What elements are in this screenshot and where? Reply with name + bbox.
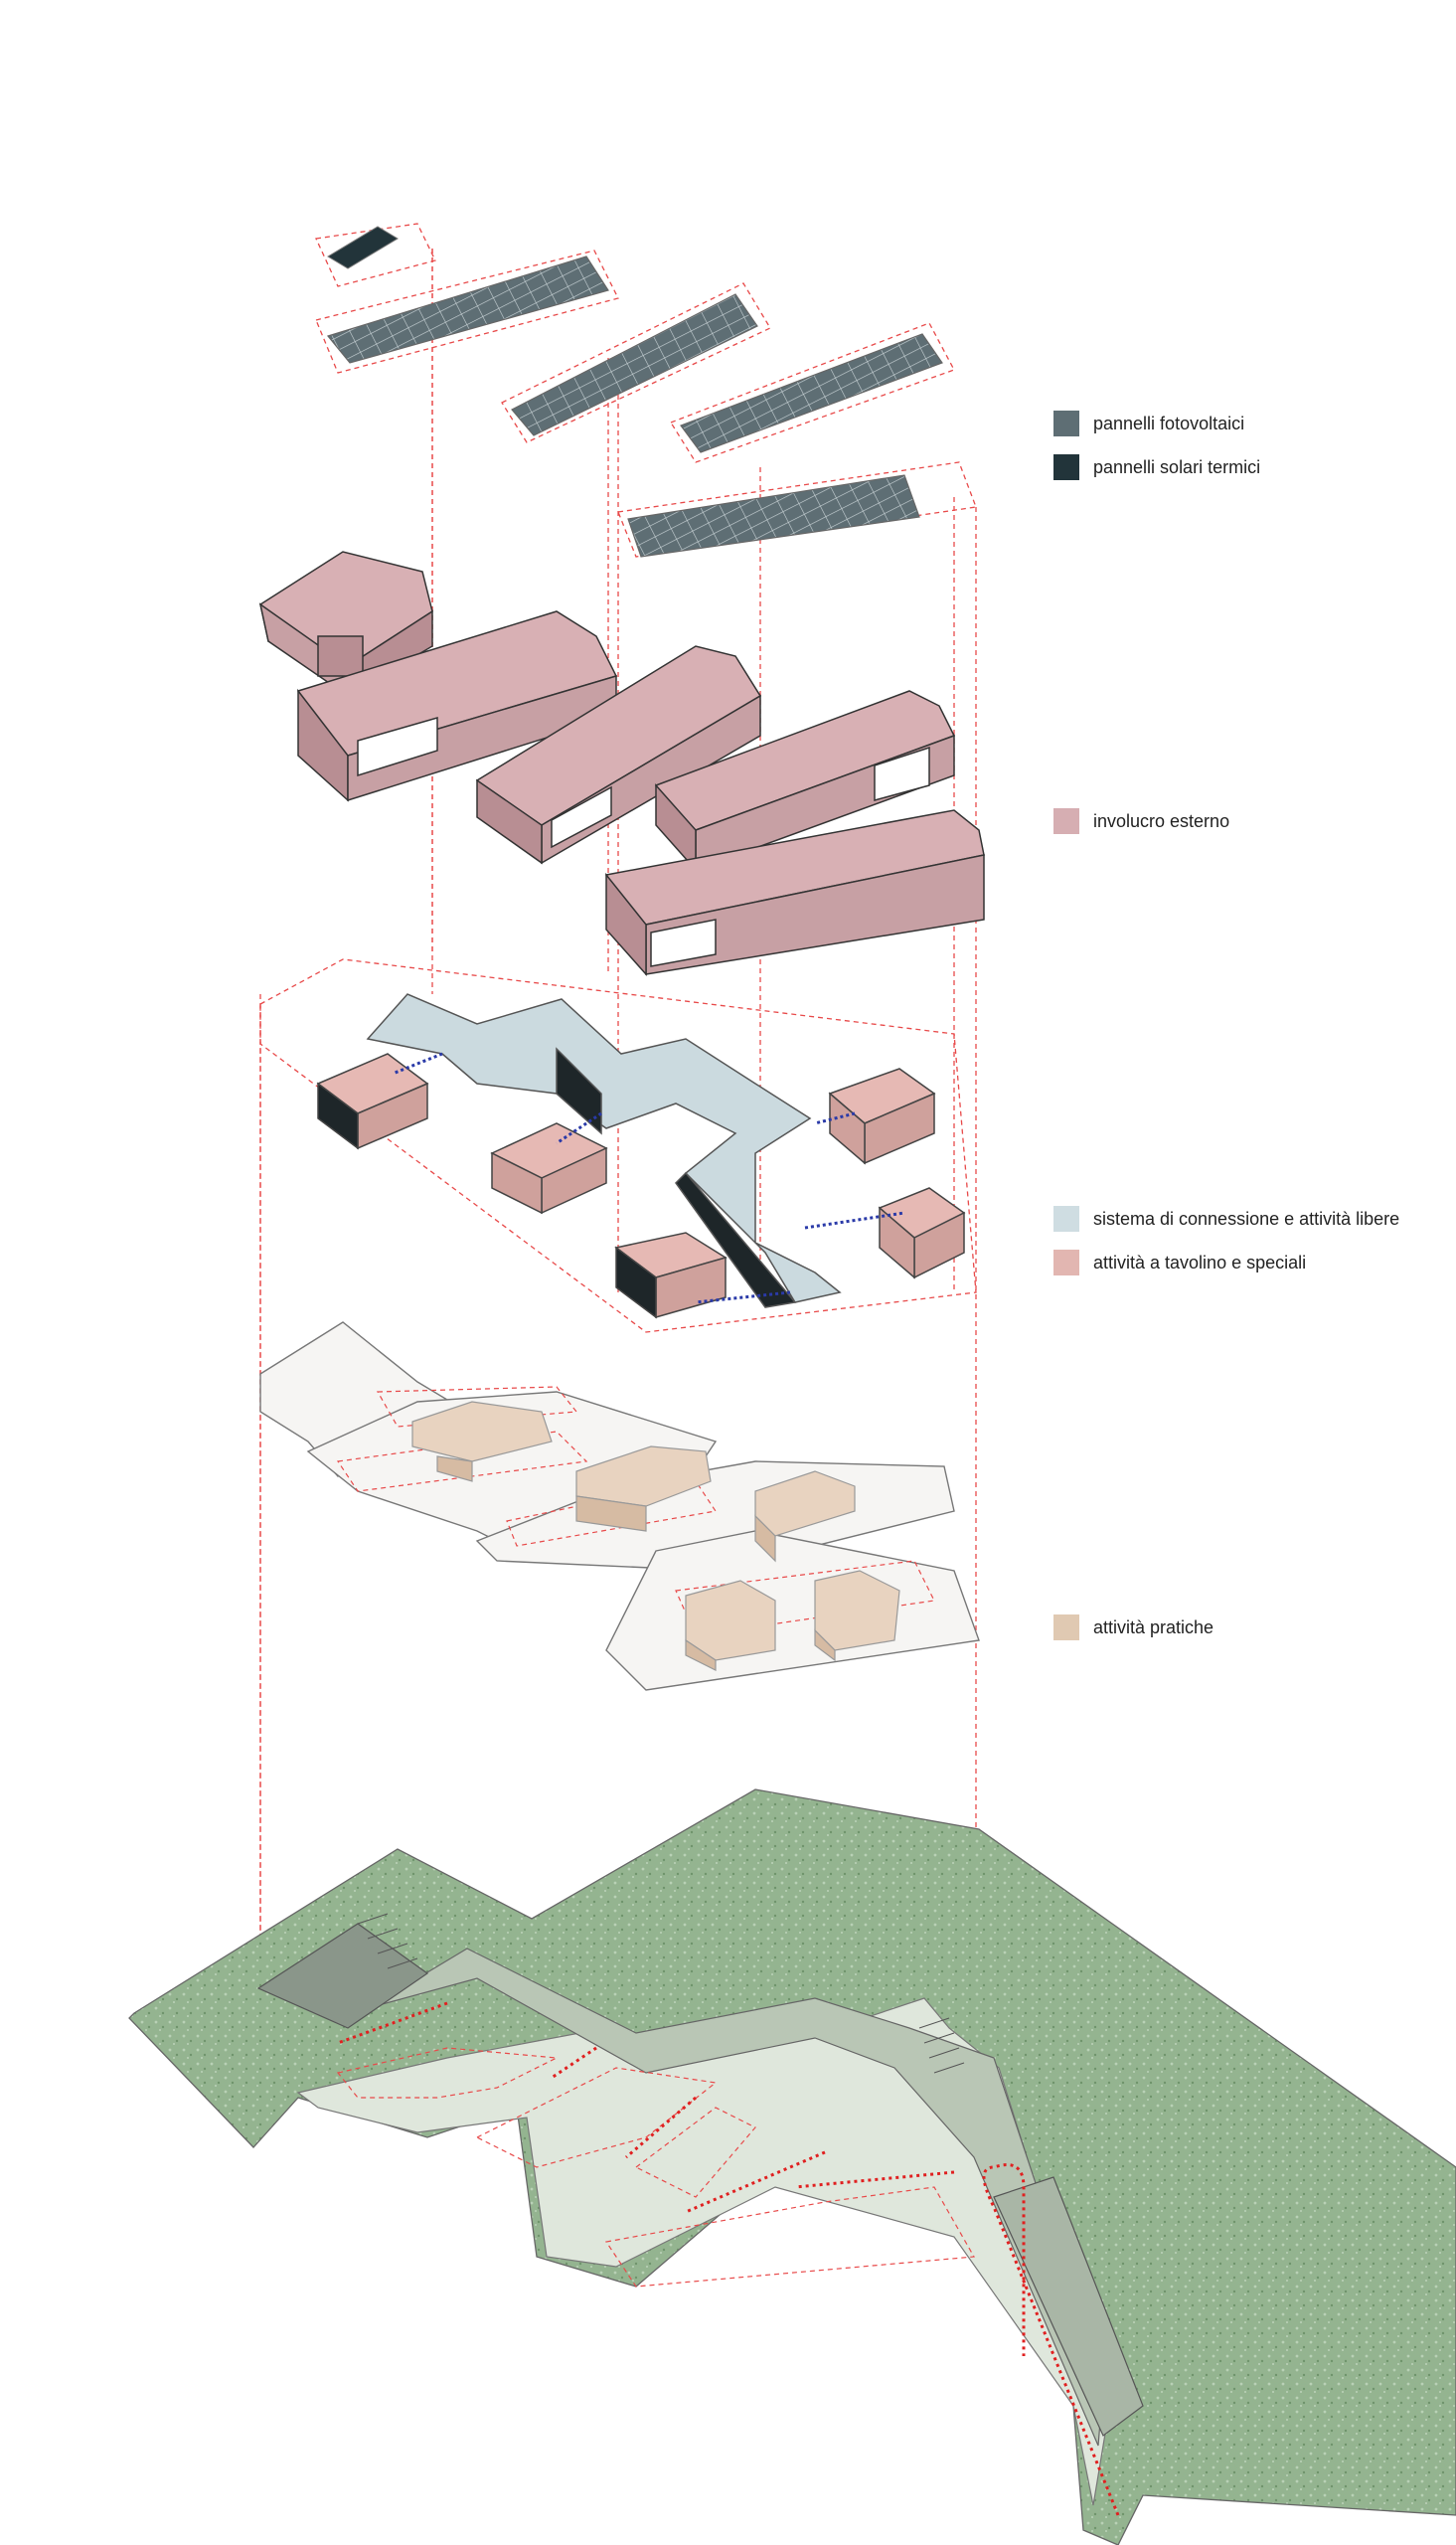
sunken-court-dark	[256, 1923, 429, 2029]
legend-item-desk-activities: attività a tavolino e speciali	[1053, 1248, 1306, 1277]
staircase	[357, 1913, 965, 2074]
desk-block-4	[878, 1187, 966, 1279]
practical-block-2	[575, 1445, 712, 1532]
pv-panel-4	[617, 461, 977, 558]
legend-item-practical-activities: attività pratiche	[1053, 1612, 1213, 1642]
legend-item-envelope: involucro esterno	[1053, 806, 1229, 836]
solar-panels-layer	[315, 223, 977, 558]
legend-label: involucro esterno	[1093, 810, 1230, 831]
terrain-layer	[128, 1788, 1456, 2545]
legend-swatch-thermal-panels	[1053, 454, 1079, 480]
legend-swatch-practical-activities	[1053, 1614, 1079, 1640]
ramp	[993, 2176, 1144, 2437]
desk-block-5	[614, 1232, 728, 1319]
connection-corridor	[366, 993, 842, 1308]
envelope-volume-3	[475, 645, 762, 865]
legend-swatch-desk-activities	[1053, 1250, 1079, 1275]
pv-panel-2	[501, 282, 771, 443]
practical-activity-blocks	[411, 1401, 900, 1671]
practical-block-3	[754, 1470, 856, 1563]
envelope-layer	[258, 551, 985, 976]
envelope-volume-5	[605, 809, 985, 976]
desk-block-3	[828, 1068, 936, 1165]
blue-arrows	[392, 1052, 905, 1304]
envelope-volume-4	[655, 690, 956, 872]
legend-label: pannelli solari termici	[1093, 456, 1261, 477]
legend-label: attività a tavolino e speciali	[1093, 1252, 1307, 1272]
envelope-volume-1	[258, 551, 433, 698]
legend-label: sistema di connessione e attività libere	[1093, 1208, 1400, 1229]
desk-block-1	[316, 1053, 429, 1150]
legend-item-connection: sistema di connessione e attività libere	[1053, 1204, 1399, 1234]
pv-panel-1	[315, 250, 619, 374]
legend-label: pannelli fotovoltaici	[1093, 413, 1245, 433]
practical-block-4	[685, 1580, 776, 1671]
practical-block-5	[814, 1570, 900, 1662]
practical-block-1	[411, 1401, 553, 1482]
legend-label: attività pratiche	[1093, 1616, 1214, 1637]
legend-swatch-envelope	[1053, 808, 1079, 834]
red-arrows	[337, 2001, 1120, 2516]
envelope-volume-2	[297, 610, 618, 802]
thermal-panel	[315, 223, 436, 287]
legend-item-pv-panels: pannelli fotovoltaici	[1053, 409, 1244, 438]
pv-panel-3	[670, 322, 955, 463]
legend-item-thermal-panels: pannelli solari termici	[1053, 452, 1260, 482]
connection-layer	[259, 958, 977, 1333]
floor-plan-layer	[259, 1321, 980, 1691]
legend-swatch-connection	[1053, 1206, 1079, 1232]
floor-plate-4	[605, 1530, 980, 1691]
desk-activity-blocks	[316, 1053, 966, 1319]
desk-block-2	[490, 1122, 608, 1215]
legend-swatch-pv-panels	[1053, 411, 1079, 436]
